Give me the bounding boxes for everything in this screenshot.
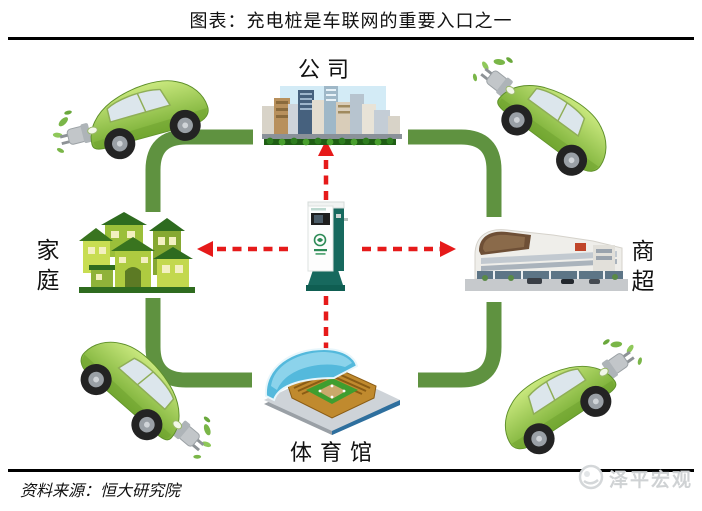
charging-pile-icon bbox=[306, 201, 348, 291]
node-label-home: 家 庭 bbox=[34, 236, 62, 296]
title-divider bbox=[8, 37, 694, 40]
route-segment-bottom-left bbox=[145, 298, 252, 388]
watermark-text: 泽平宏观 bbox=[609, 470, 694, 491]
node-label-company: 公司 bbox=[297, 57, 356, 82]
route-segment-bottom-right bbox=[418, 302, 502, 388]
node-label-stadium: 体育馆 bbox=[289, 440, 380, 465]
figure-title: 图表：充电桩是车联网的重要入口之一 bbox=[189, 11, 513, 31]
node-label-mall-char2: 超 bbox=[631, 269, 655, 294]
shopping-mall-icon bbox=[465, 229, 628, 291]
stadium-icon bbox=[264, 347, 400, 435]
node-label-mall: 商 超 bbox=[629, 237, 657, 297]
arrow-lines bbox=[214, 154, 440, 358]
footer-divider bbox=[8, 469, 694, 472]
node-label-home-char2: 庭 bbox=[36, 268, 60, 293]
route-segment-top-right bbox=[408, 129, 502, 217]
node-label-mall-char1: 商 bbox=[631, 239, 655, 264]
watermark-logo: 泽平宏观 bbox=[576, 460, 698, 496]
green-houses-icon bbox=[79, 212, 195, 293]
node-label-home-char1: 家 bbox=[36, 238, 60, 263]
arrow-right-head bbox=[440, 241, 456, 257]
city-buildings-icon bbox=[262, 86, 402, 146]
arrow-up-head bbox=[318, 140, 334, 156]
arrow-left-head bbox=[197, 241, 213, 257]
source-note: 资料来源：恒大研究院 bbox=[20, 483, 181, 500]
zeping-macro-logo-icon bbox=[578, 464, 604, 490]
